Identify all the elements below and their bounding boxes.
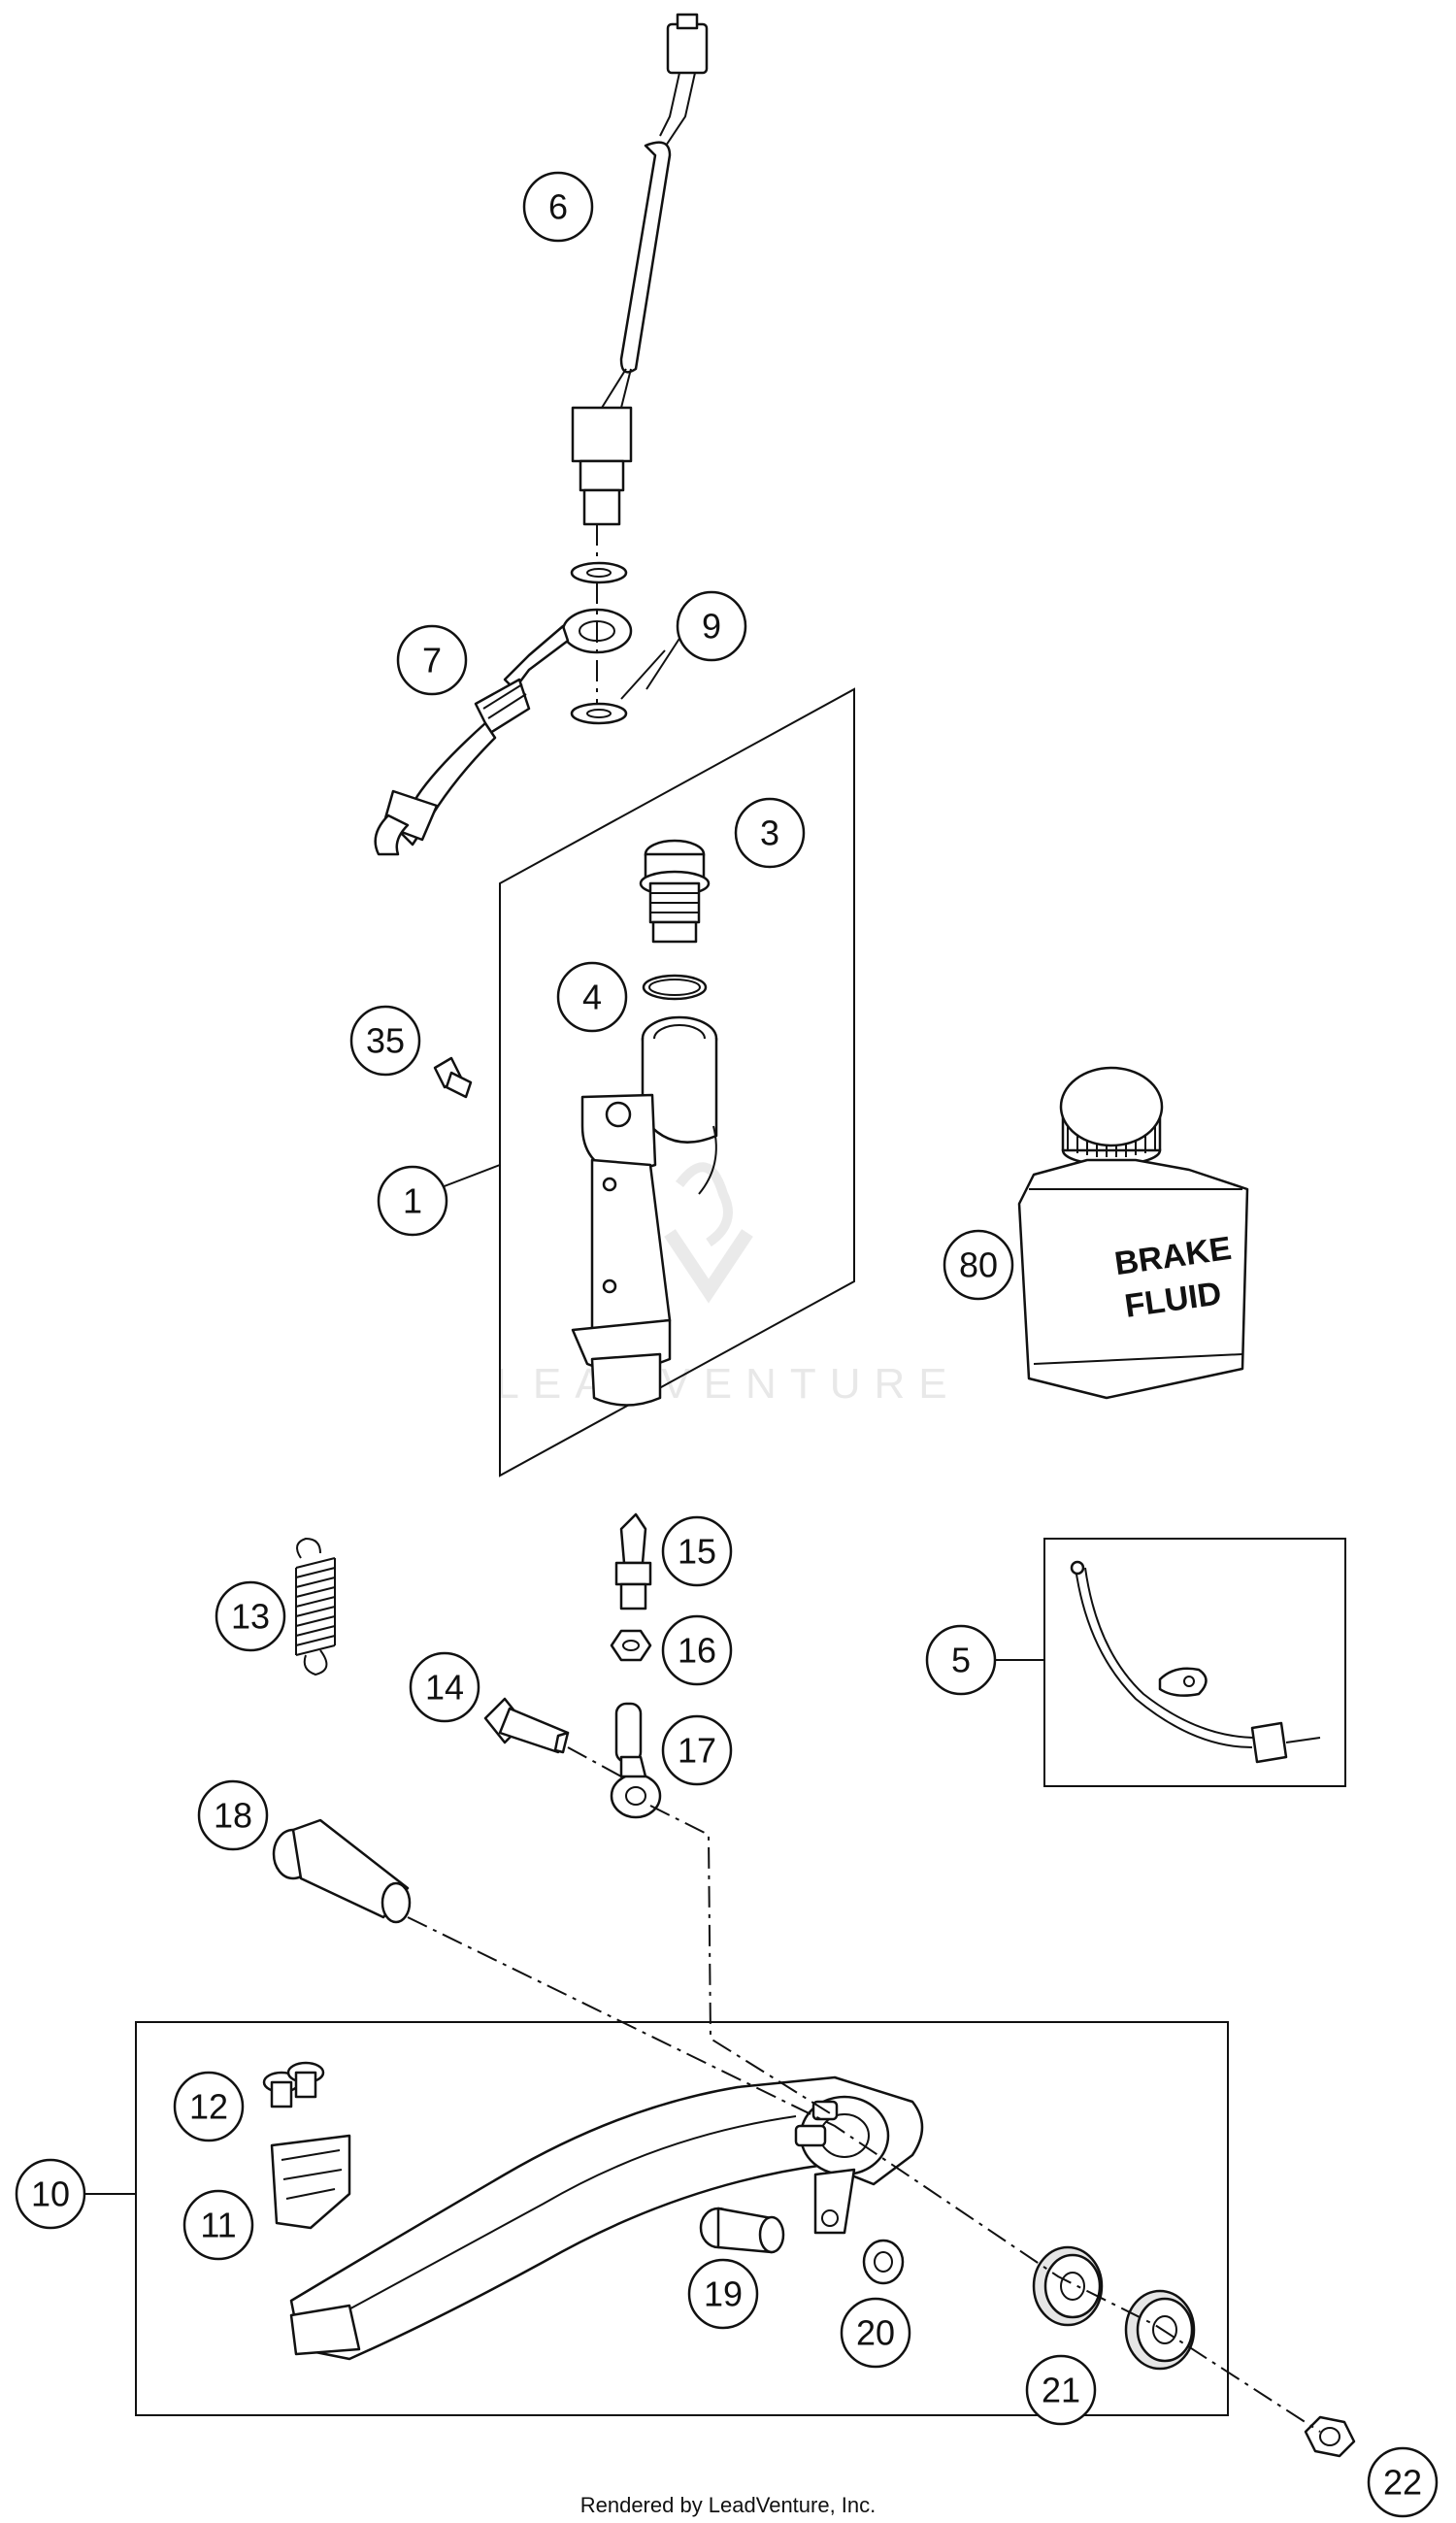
callout-11: 11 (182, 2189, 254, 2261)
callout-22: 22 (1367, 2446, 1439, 2518)
screw-part (433, 1056, 473, 1099)
watermark: LEADVENTURE (495, 1162, 960, 1408)
bolt-14-part (483, 1697, 570, 1754)
callout-17: 17 (661, 1714, 733, 1786)
callout-7: 7 (396, 624, 468, 696)
callout-14: 14 (409, 1651, 480, 1723)
svg-text:80: 80 (959, 1245, 998, 1285)
svg-text:7: 7 (422, 641, 442, 681)
brake-fluid-bottle-part: BRAKE FLUID (1017, 1066, 1249, 1400)
part-5-group-box (1043, 1538, 1346, 1787)
callout-35: 35 (349, 1005, 421, 1077)
nut-16-part (610, 1629, 652, 1662)
o-ring-inner (648, 979, 701, 996)
callout-19: 19 (687, 2258, 759, 2330)
svg-text:13: 13 (231, 1597, 270, 1637)
callout-80: 80 (943, 1229, 1014, 1301)
svg-text:18: 18 (214, 1796, 252, 1836)
master-cylinder-group-box (499, 687, 855, 1477)
pivot-bolt-part (272, 1818, 412, 1924)
brake-light-switch-part (571, 13, 709, 526)
leader-9b (620, 649, 666, 700)
part-5-assembly (1070, 1560, 1321, 1764)
svg-text:3: 3 (760, 813, 779, 853)
nut-22-part (1304, 2415, 1356, 2458)
reservoir-cap-part (639, 839, 711, 944)
footpeg-screws-part (262, 2061, 325, 2108)
svg-text:4: 4 (582, 978, 602, 1017)
svg-text:10: 10 (31, 2174, 70, 2214)
callout-16: 16 (661, 1614, 733, 1686)
callout-15: 15 (661, 1515, 733, 1587)
callout-3: 3 (734, 797, 806, 869)
callout-12: 12 (173, 2071, 245, 2142)
callout-6: 6 (522, 171, 594, 243)
brake-pedal-group-box (135, 2021, 1229, 2416)
bleeder-screw-part (614, 1512, 652, 1610)
svg-text:35: 35 (366, 1021, 405, 1061)
callout-5: 5 (925, 1624, 997, 1696)
svg-text:22: 22 (1383, 2463, 1422, 2503)
callout-10: 10 (15, 2158, 86, 2230)
svg-text:19: 19 (704, 2274, 743, 2314)
bushing-part (699, 2207, 785, 2254)
callout-21: 21 (1025, 2354, 1097, 2426)
assembly-line-pivot (407, 1916, 1321, 2433)
return-spring-part (295, 1537, 336, 1676)
watermark-text: LEADVENTURE (495, 1360, 960, 1408)
callout-20: 20 (840, 2297, 911, 2369)
callout-18: 18 (197, 1779, 269, 1851)
svg-text:1: 1 (403, 1181, 422, 1221)
sealing-washer-parts (570, 561, 628, 725)
svg-text:14: 14 (425, 1668, 464, 1708)
leader-9a (645, 630, 685, 690)
callout-4: 4 (556, 961, 628, 1033)
assembly-line-bolt (567, 1746, 622, 1777)
bearings-part (1032, 2245, 1196, 2371)
pedal-step-part (270, 2134, 351, 2230)
svg-text:6: 6 (548, 187, 568, 227)
svg-text:11: 11 (200, 2206, 236, 2245)
leader-1 (441, 1164, 501, 1188)
svg-text:20: 20 (856, 2313, 895, 2353)
svg-text:17: 17 (678, 1731, 716, 1771)
svg-text:16: 16 (678, 1631, 716, 1671)
bushing-washer-part (862, 2239, 905, 2285)
footer-credit: Rendered by LeadVenture, Inc. (580, 2493, 877, 2517)
assembly-line-clevis (649, 1805, 836, 2117)
svg-text:5: 5 (951, 1641, 971, 1680)
clevis-part (610, 1702, 662, 1819)
callout-1: 1 (377, 1165, 448, 1237)
callout-13: 13 (215, 1580, 286, 1652)
callout-9: 9 (676, 590, 747, 662)
svg-text:15: 15 (678, 1532, 716, 1572)
svg-text:9: 9 (702, 607, 721, 647)
brake-pedal-part (289, 2075, 924, 2361)
master-cylinder-part (571, 1015, 718, 1407)
svg-text:12: 12 (189, 2087, 228, 2127)
svg-text:21: 21 (1042, 2371, 1080, 2410)
